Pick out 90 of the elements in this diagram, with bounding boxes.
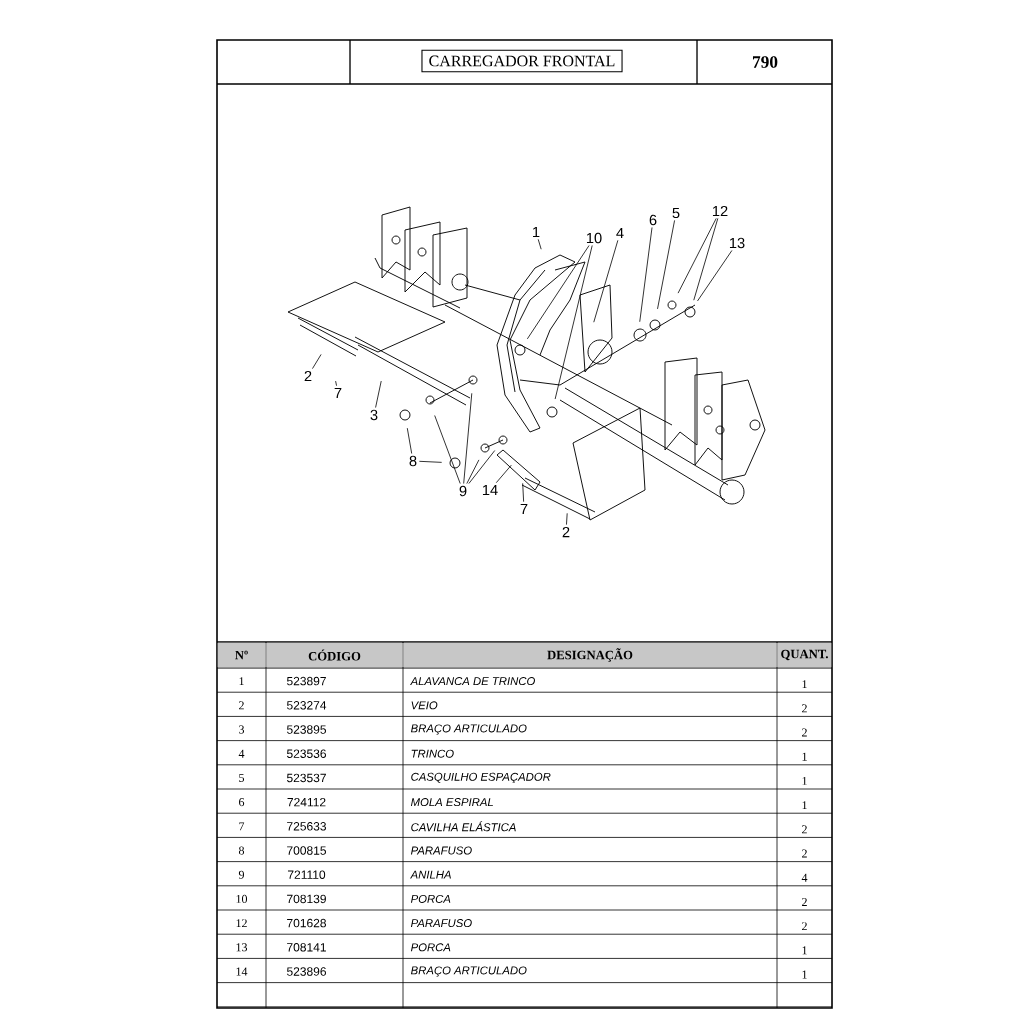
table-cell: CASQUILHO ESPAÇADOR	[411, 772, 551, 784]
table-cell: 721110	[288, 870, 326, 879]
callout-number: 12	[712, 205, 728, 217]
table-cell: BRAÇO ARTICULADO	[410, 724, 527, 735]
table-cell: 3	[239, 725, 245, 734]
table-cell: 1	[802, 680, 807, 689]
leader-line	[418, 460, 443, 463]
sheet-number: 790	[753, 56, 778, 68]
callout-number: 1	[533, 226, 540, 238]
leader-line	[657, 220, 675, 310]
leader-line	[466, 459, 480, 484]
table-cell: PARAFUSO	[410, 846, 472, 855]
table-cell: PORCA	[410, 894, 451, 903]
table-cell: 523536	[286, 749, 326, 758]
leader-line	[537, 238, 542, 250]
table-cell: CAVILHA ELÁSTICA	[411, 821, 516, 832]
callout-number: 9	[459, 485, 467, 497]
table-cell: PORCA	[410, 943, 451, 952]
table-cell: 8	[238, 846, 245, 855]
leader-line	[375, 380, 382, 408]
table-cell: 1	[802, 776, 807, 785]
table-cell: 1	[802, 946, 807, 955]
leader-line	[526, 245, 590, 340]
callout-number: 4	[616, 227, 624, 239]
table-cell: 1	[802, 801, 807, 810]
table-cell: 523895	[286, 725, 326, 734]
table-cell: 12	[236, 919, 247, 928]
leader-line	[335, 380, 337, 387]
table-cell: TRINCO	[411, 749, 454, 758]
table-cell: 2	[802, 849, 807, 858]
leader-line	[468, 450, 496, 484]
callout-number: 7	[334, 387, 342, 399]
callout-number: 7	[520, 503, 528, 515]
table-cell: 523897	[286, 676, 326, 686]
leader-line	[677, 218, 717, 294]
table-cell: 708141	[287, 943, 326, 952]
table-cell: 14	[236, 967, 248, 976]
table-cell: BRAÇO ARTICULADO	[410, 966, 527, 977]
table-cell: ANILHA	[410, 870, 451, 879]
table-cell: 1	[802, 752, 807, 761]
table-cell: VEIO	[411, 701, 438, 710]
callout-number: 6	[649, 214, 657, 226]
table-cell: 700815	[287, 846, 326, 855]
table-cell: 708139	[287, 894, 326, 904]
table-cell: 725633	[287, 822, 326, 831]
table-cell: 7	[239, 822, 245, 831]
leader-line	[639, 227, 653, 323]
table-cell: 2	[802, 825, 807, 834]
leader-line	[697, 250, 733, 302]
leader-line	[463, 392, 473, 484]
leader-line	[566, 512, 568, 525]
leader-line	[312, 354, 322, 369]
callout-number: 3	[370, 409, 378, 421]
table-cell: 6	[239, 798, 245, 807]
table-cell: 2	[239, 701, 244, 710]
leader-line	[522, 482, 525, 503]
table-cell: 523537	[286, 773, 326, 783]
table-cell: 5	[239, 773, 245, 782]
leader-line	[434, 415, 461, 484]
callout-number: 5	[672, 207, 680, 219]
table-cell: ALAVANCA DE TRINCO	[410, 677, 535, 686]
leader-line	[693, 218, 719, 301]
table-cell: 10	[236, 894, 248, 903]
table-cell: 1	[802, 970, 807, 979]
callout-number: 13	[729, 237, 745, 249]
table-cell: 2	[802, 922, 807, 931]
table-cell: 4	[238, 749, 245, 758]
table-cell: 4	[801, 873, 808, 882]
table-cell: 523274	[286, 701, 327, 710]
callout-number: 10	[586, 232, 602, 244]
table-cell: 2	[802, 704, 807, 713]
leader-line	[495, 464, 512, 484]
table-cell: 523896	[286, 967, 326, 976]
leader-line	[593, 239, 619, 323]
callout-number: 2	[562, 526, 570, 538]
table-cell: PARAFUSO	[410, 919, 472, 928]
leader-line	[554, 245, 593, 400]
title-box: CARREGADOR FRONTAL	[421, 49, 623, 73]
table-cell: 2	[802, 897, 807, 906]
callout-number: 8	[409, 455, 417, 467]
table-cell: 2	[802, 728, 807, 737]
table-cell: 1	[239, 677, 244, 686]
callout-number: 2	[304, 370, 312, 382]
table-cell: 701628	[287, 918, 326, 928]
table-cell: 724112	[287, 797, 326, 807]
leader-line	[406, 427, 413, 454]
table-cell: 13	[236, 943, 248, 952]
table-cell: 9	[238, 870, 244, 879]
callout-number: 14	[482, 484, 498, 496]
table-cell: MOLA ESPIRAL	[410, 798, 493, 807]
